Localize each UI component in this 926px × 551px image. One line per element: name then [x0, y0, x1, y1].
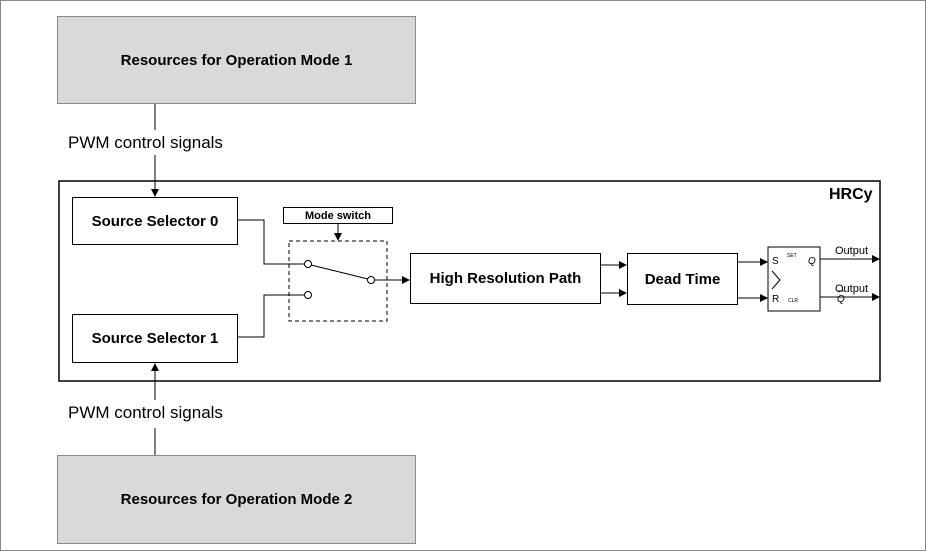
switch-common [367, 276, 375, 284]
mode-switch-label: Mode switch [304, 209, 371, 222]
high-resolution-path-label: High Resolution Path [429, 270, 582, 287]
source-selector-0-label: Source Selector 0 [91, 212, 219, 230]
flipflop-clock-icon [771, 270, 781, 290]
ff-output-2-label: Output [835, 283, 868, 295]
resources-mode-2-box: Resources for Operation Mode 2 [57, 455, 416, 544]
pwm-signals-top-label: PWM control signals [68, 133, 223, 152]
hrc-container [58, 180, 881, 382]
ff-s-label: S [772, 256, 779, 267]
ff-clr-label: CLR [788, 298, 798, 304]
high-resolution-path-box: High Resolution Path [410, 253, 601, 304]
mode-switch-label-box: Mode switch [283, 207, 393, 224]
wire-selector1 [237, 294, 305, 338]
resources-mode-2-label: Resources for Operation Mode 2 [120, 491, 353, 508]
mode-switch-box [288, 240, 388, 322]
switch-contact-0 [304, 260, 312, 268]
ff-r-label: R [772, 294, 779, 305]
ff-q-label: Q [808, 256, 816, 267]
resources-mode-1-box: Resources for Operation Mode 1 [57, 16, 416, 104]
hrc-title: HRCy [829, 186, 873, 203]
source-selector-1-label: Source Selector 1 [91, 330, 219, 347]
ff-output-1-label: Output [835, 245, 868, 257]
source-selector-1-box: Source Selector 1 [72, 314, 238, 363]
wire-selector0 [237, 219, 305, 265]
ff-set-label: SET [787, 253, 797, 259]
switch-lever [310, 264, 369, 280]
dead-time-box: Dead Time [627, 253, 738, 305]
resources-mode-1-label: Resources for Operation Mode 1 [120, 51, 353, 69]
source-selector-0-box: Source Selector 0 [72, 197, 238, 245]
dead-time-label: Dead Time [644, 270, 721, 288]
switch-contact-1 [304, 291, 312, 299]
pwm-signals-bottom-label: PWM control signals [68, 403, 223, 422]
ff-qbar-label: Q [837, 294, 845, 305]
flipflop-box [767, 246, 821, 312]
